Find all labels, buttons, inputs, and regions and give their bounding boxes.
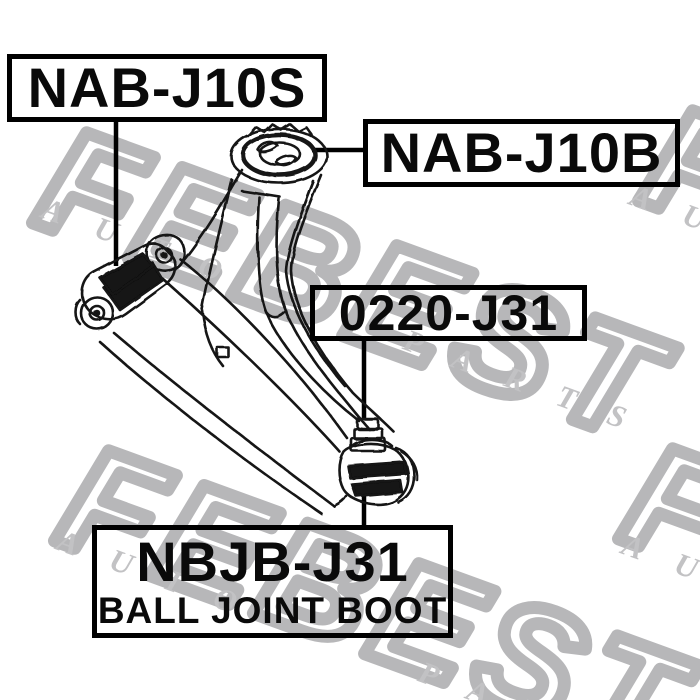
part-description-nbjb-j31: BALL JOINT BOOT (97, 590, 448, 631)
rear-bushing (229, 122, 329, 185)
label-box-nab-j10b: NAB-J10B (363, 119, 680, 187)
front-bushing (74, 233, 186, 331)
ball-joint (338, 417, 419, 506)
label-box-nab-j10s: NAB-J10S (7, 54, 327, 122)
arm-line-art (74, 122, 419, 516)
label-box-0220-j31: 0220-J31 (310, 285, 587, 341)
part-number-0220-j31: 0220-J31 (338, 285, 559, 341)
part-number-nbjb-j31: NBJB-J31 (136, 530, 409, 593)
part-number-nab-j10b: NAB-J10B (380, 121, 663, 184)
label-box-nbjb-j31: NBJB-J31 BALL JOINT BOOT (92, 525, 453, 638)
arm-body (98, 168, 395, 516)
part-number-nab-j10s: NAB-J10S (27, 56, 307, 119)
